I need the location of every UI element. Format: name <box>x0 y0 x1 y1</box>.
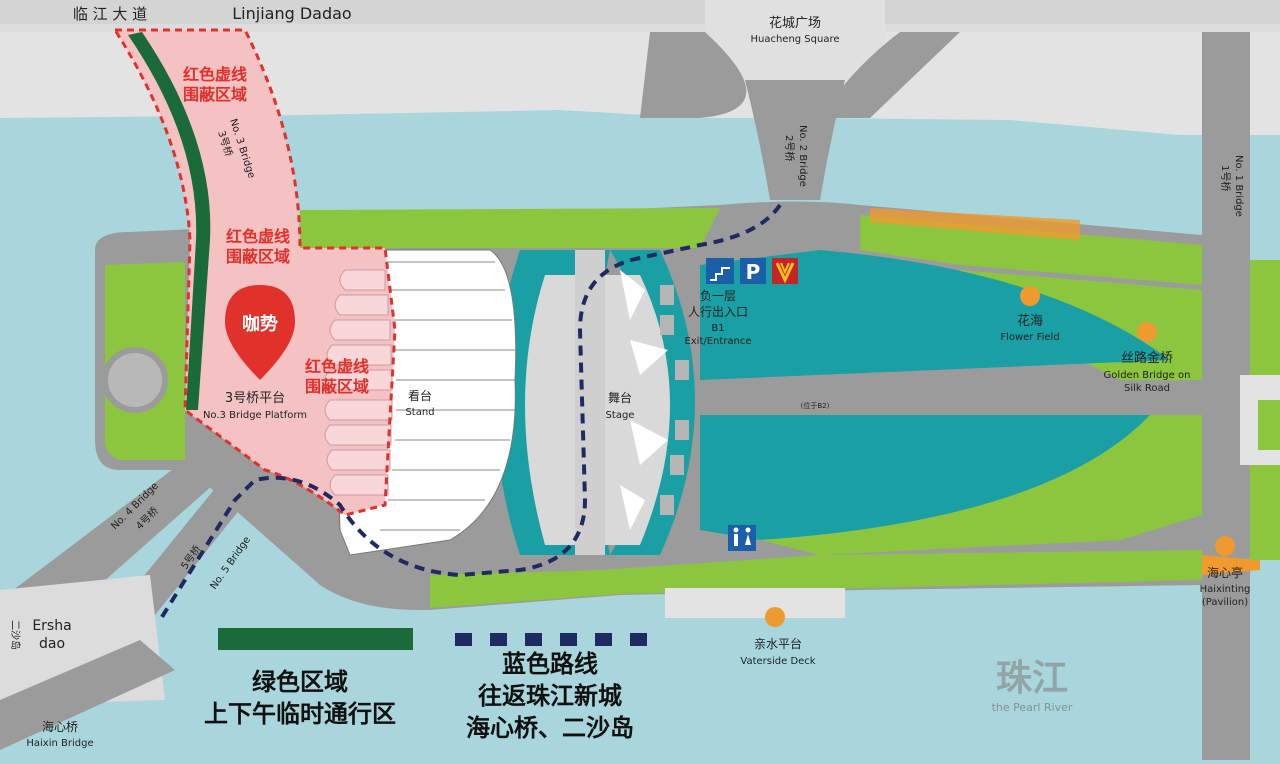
blue-route <box>158 203 782 622</box>
bridge2-cn-label: 2号桥 <box>783 135 795 161</box>
ersha-en-label-2: dao <box>39 636 65 652</box>
stand-en-label: Stand <box>405 407 434 418</box>
red-zone-labels: 红色虚线 围蔽区域 红色虚线 围蔽区域 红色虚线 围蔽区域 <box>183 65 369 396</box>
golden-bridge-en-label-2: Silk Road <box>1124 383 1170 394</box>
haixinting-en-label-1: Haixinting <box>1200 584 1251 595</box>
stage-en-label: Stage <box>606 410 635 421</box>
east-patch <box>1258 400 1280 450</box>
flower-field-dot <box>1020 286 1040 306</box>
haixinting-cn-label: 海心亭 <box>1207 565 1243 580</box>
bridge5-en-label: No. 5 Bridge <box>208 535 253 592</box>
red-zone-label-2a: 红色虚线 <box>226 227 290 246</box>
central-corridor <box>700 388 1200 412</box>
road-ne <box>820 32 960 118</box>
no2-bridge-road <box>745 80 845 200</box>
haixinting-en-label-2: (Pavilion) <box>1202 597 1248 608</box>
walkway-marks <box>660 285 689 515</box>
roundabout <box>102 347 168 413</box>
huacheng-square <box>705 0 885 80</box>
svg-text:P: P <box>746 260 761 284</box>
stand-rows <box>380 261 515 531</box>
red-zone-dashed-border <box>112 28 397 517</box>
stand-cn-label: 看台 <box>408 388 432 403</box>
south-lawn <box>760 415 1202 555</box>
exit-cn-label-1: 负一层 <box>700 289 736 303</box>
exit-b1-label: B1 <box>711 323 724 334</box>
red-zone-label-3a: 红色虚线 <box>305 357 369 376</box>
linjiang-cn-label: 临 江 大 道 <box>73 5 147 23</box>
golden-bridge-en-label-1: Golden Bridge on <box>1104 370 1191 381</box>
north-land <box>0 32 1280 135</box>
ne-lawn <box>860 215 1202 285</box>
corridor-note-label: (位于B2) <box>801 401 830 410</box>
haixin-bridge-cn-label: 海心桥 <box>42 719 78 734</box>
haixinting-dot <box>1215 536 1235 556</box>
exit-cn-label-2: 人行出入口 <box>688 305 748 319</box>
green-zone-strip <box>128 32 211 410</box>
golden-bridge-cn-label: 丝路金桥 <box>1121 350 1173 366</box>
haixin-bridge-road <box>0 640 175 750</box>
north-lawn <box>300 208 720 248</box>
river-en-label: the Pearl River <box>992 701 1073 714</box>
scallop-rows <box>324 269 393 496</box>
south-orange-edge <box>1202 555 1260 575</box>
legend-green-swatch <box>218 628 413 650</box>
south-edge-lawn <box>430 550 1202 608</box>
bridge1-cn-label: 1号桥 <box>1219 165 1231 191</box>
legend-blue-desc-1: 往返珠江新城 <box>478 682 622 710</box>
linjiang-road <box>0 0 1280 24</box>
red-zone-label-1a: 红色虚线 <box>183 65 247 84</box>
bridge2-en-label: No. 2 Bridge <box>797 125 808 187</box>
parking-icon: P <box>740 258 766 284</box>
linjiang-en-label: Linjiang Dadao <box>232 4 351 23</box>
ersha-cn-label: 二沙岛 <box>9 620 22 650</box>
legend-blue-title: 蓝色路线 <box>502 650 598 678</box>
exit-en-label: Exit/Entrance <box>684 336 751 347</box>
stairs-icon <box>706 258 734 284</box>
south-pool <box>700 415 1150 540</box>
waterside-deck-platform <box>665 588 845 618</box>
legend-green-title: 绿色区域 <box>252 668 348 696</box>
legend-green-desc: 上下午临时通行区 <box>204 700 396 728</box>
red-zone-label-2b: 围蔽区域 <box>226 247 290 266</box>
legend-blue-desc-2: 海心桥、二沙岛 <box>466 714 634 742</box>
north-pool <box>700 250 1170 380</box>
restroom-icon <box>728 525 756 551</box>
orange-edge <box>870 208 1080 240</box>
stage-spine <box>575 250 605 555</box>
ersha-en-label-1: Ersha <box>32 618 71 634</box>
pin-logo-text: 咖势 <box>242 313 278 335</box>
location-pin-icon: 咖势 <box>225 285 295 380</box>
red-zone-label-3b: 围蔽区域 <box>305 377 369 396</box>
metro-icon <box>772 258 798 284</box>
stage-towers <box>620 270 668 530</box>
legend-blue-swatch <box>455 633 647 646</box>
waterside-dot <box>765 607 785 627</box>
flower-field-cn-label: 花海 <box>1017 313 1043 329</box>
platform-cn-label: 3号桥平台 <box>225 391 285 406</box>
huacheng-en-label: Huacheng Square <box>750 34 839 45</box>
river-cn-label: 珠江 <box>996 658 1068 699</box>
huacheng-cn-label: 花城广场 <box>769 15 821 31</box>
bridge1-en-label: No. 1 Bridge <box>1233 155 1244 217</box>
waterside-en-label: Vaterside Deck <box>740 656 815 667</box>
flower-field-en-label: Flower Field <box>1000 332 1059 343</box>
red-zone-label-1b: 围蔽区域 <box>183 85 247 104</box>
haixin-bridge-en-label: Haixin Bridge <box>26 738 93 749</box>
waterside-cn-label: 亲水平台 <box>754 636 802 651</box>
platform-en-label: No.3 Bridge Platform <box>203 410 307 421</box>
road-nw <box>640 32 747 118</box>
golden-bridge-dot <box>1137 322 1157 342</box>
stage-cn-label: 舞台 <box>608 390 632 405</box>
